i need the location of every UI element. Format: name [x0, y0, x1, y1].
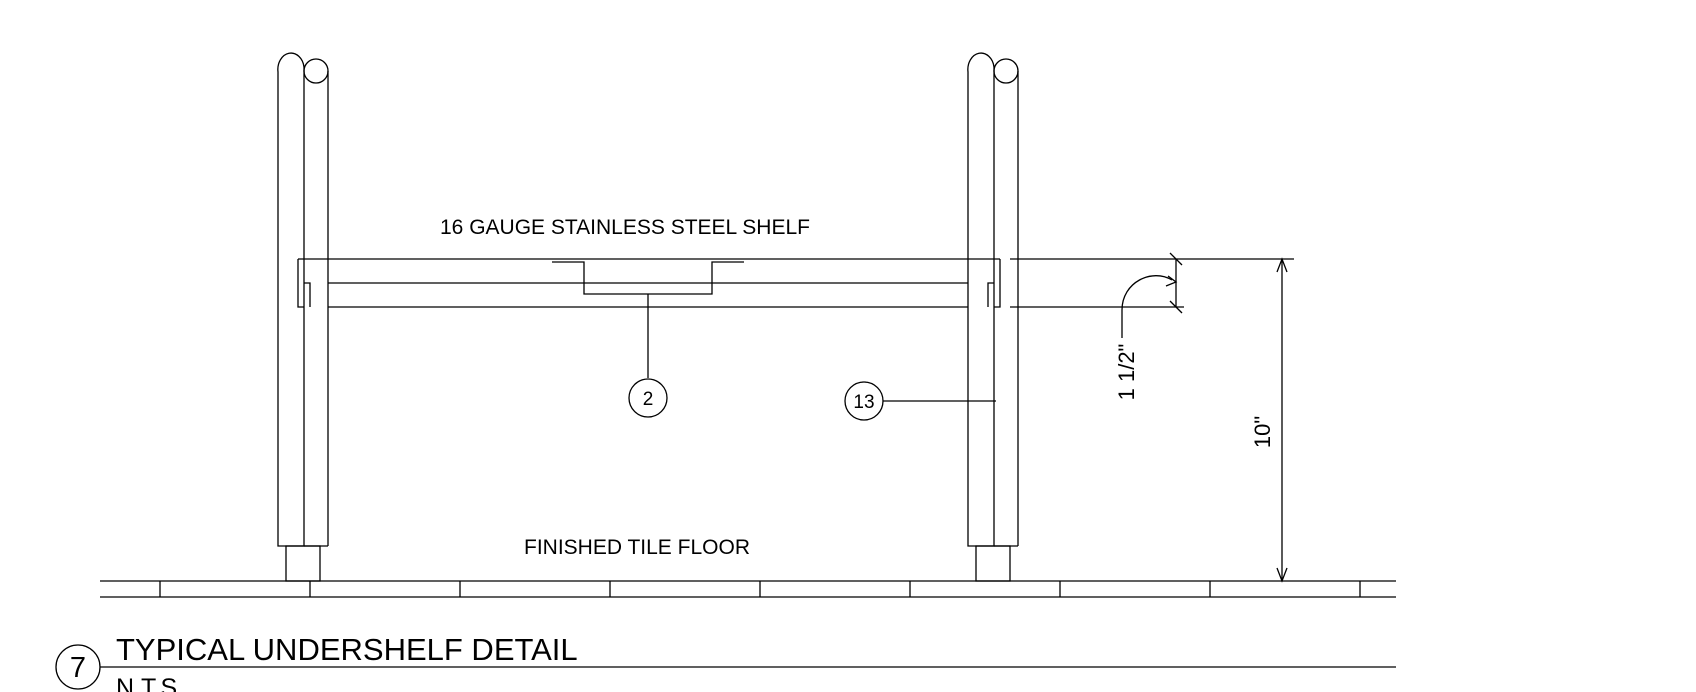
shelf-label: 16 GAUGE STAINLESS STEEL SHELF — [440, 216, 810, 239]
floor-label: FINISHED TILE FLOOR — [524, 536, 750, 559]
tag-leg: 13 — [844, 381, 996, 421]
tile-floor — [100, 580, 1396, 598]
shelf-height-label: 10" — [1250, 416, 1275, 448]
tag-bracket: 2 — [628, 378, 668, 418]
tag-leg-number: 13 — [853, 392, 874, 413]
detail-number: 7 — [70, 652, 86, 684]
center-bracket — [552, 261, 744, 378]
shelf-thickness-label: 1 1/2" — [1114, 344, 1139, 401]
shelf-thickness-dimension: 1 1/2" — [1010, 252, 1184, 401]
stainless-steel-shelf — [297, 258, 1001, 308]
right-leg — [967, 52, 1019, 582]
shelf-height-dimension: 10" — [1184, 257, 1294, 583]
tag-bracket-number: 2 — [643, 389, 654, 410]
detail-title: TYPICAL UNDERSHELF DETAIL — [116, 632, 578, 667]
title-block: 7 TYPICAL UNDERSHELF DETAIL N.T.S. — [55, 632, 1396, 692]
detail-scale: N.T.S. — [116, 674, 184, 692]
left-leg — [277, 52, 329, 582]
